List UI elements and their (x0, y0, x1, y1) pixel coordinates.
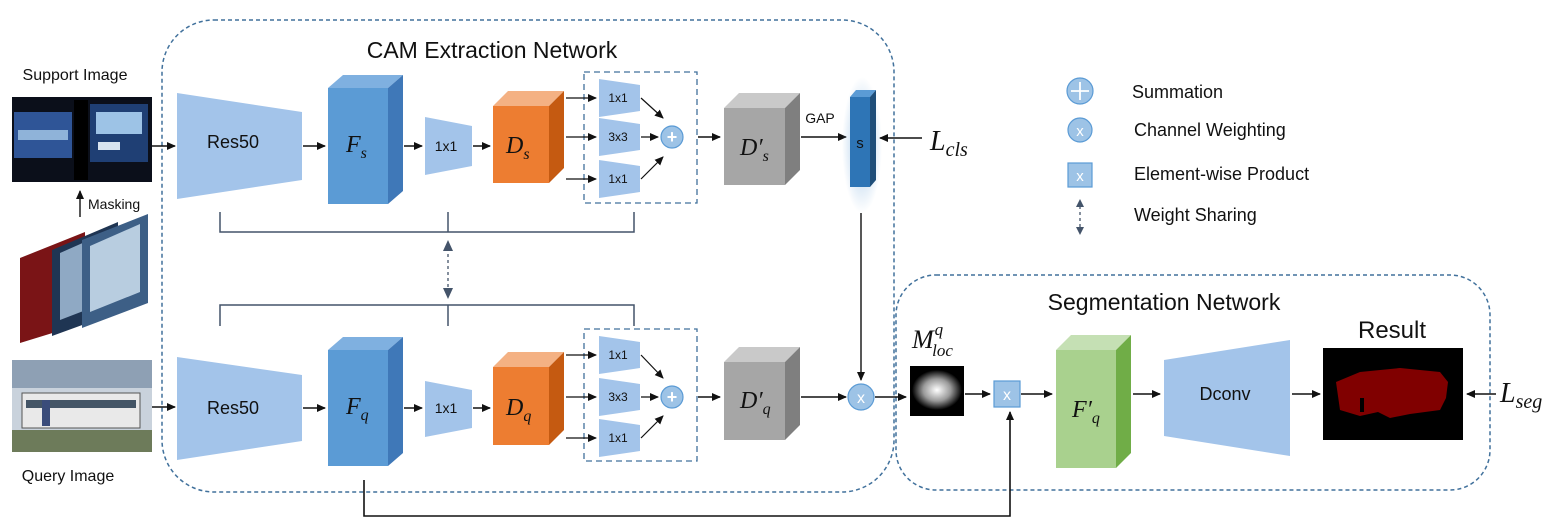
aspp-q-1x1b (599, 419, 640, 457)
res50-support-block (177, 93, 302, 199)
summation-support-node (660, 125, 684, 149)
dconv-block (1164, 340, 1290, 456)
result-image (1323, 348, 1463, 440)
aspp-s-1x1a-label: 1x1 (608, 91, 628, 105)
legend-weight-sharing-head-top (1076, 199, 1084, 207)
aspp-s-3x3-label: 3x3 (608, 130, 628, 144)
channel-weighting-symbol: x (857, 390, 865, 407)
summation-query-symbol: + (667, 387, 678, 407)
support-image-label: Support Image (23, 67, 128, 84)
channel-weighting-node (847, 383, 875, 411)
s-label: s (856, 135, 864, 152)
aspp-q-1x1b-label: 1x1 (608, 431, 628, 445)
elementwise-product-node (993, 380, 1021, 408)
lseg-label: Lseg (1499, 378, 1542, 413)
aspp-s-1x1a (599, 79, 640, 117)
seg-network-container (895, 274, 1491, 491)
elementwise-product-symbol: x (1003, 387, 1011, 404)
aspp-q-3x3-label: 3x3 (608, 390, 628, 404)
dconv-label: Dconv (1199, 384, 1250, 404)
dq-label: Dq (505, 395, 531, 425)
ds-label: Ds (505, 133, 530, 163)
dpq-feature-cube (724, 347, 800, 440)
skip-connection-fq (363, 411, 1014, 517)
weight-sharing-arrowhead-bottom (443, 288, 453, 299)
fs-feature-cube (328, 75, 403, 204)
fpq-feature-cube (1056, 335, 1131, 468)
legend-channel-weighting-symbol: x (1076, 123, 1084, 140)
arrow-aspp-s-1 (640, 97, 664, 119)
aspp-s-1x1b (599, 160, 640, 198)
query-image-label: Query Image (22, 468, 115, 485)
fs-label: Fs (345, 132, 367, 162)
dq-feature-cube (493, 352, 564, 445)
legend-elementwise-symbol: x (1076, 168, 1084, 185)
conv1x1-support-block (425, 117, 472, 175)
aspp-query-box (583, 328, 698, 462)
gap-label: GAP (805, 110, 835, 126)
legend-elementwise-label: Element-wise Product (1134, 164, 1309, 184)
conv1x1-support-label: 1x1 (435, 138, 458, 154)
lcls-label: Lcls (929, 126, 968, 161)
dps-label: D′s (739, 135, 769, 165)
legend-weight-sharing-head-bottom (1076, 227, 1084, 235)
legend: Summation x Channel Weighting x Element-… (1066, 77, 1309, 235)
aspp-s-1x1b-label: 1x1 (608, 172, 628, 186)
result-label: Result (1358, 317, 1426, 344)
arrow-aspp-q-1 (640, 354, 664, 379)
seg-network-title: Segmentation Network (1048, 289, 1281, 315)
masking-label: Masking (88, 196, 140, 212)
query-image (12, 360, 152, 452)
query-share-bracket (219, 304, 635, 326)
cam-network-title: CAM Extraction Network (367, 37, 618, 63)
legend-channel-weighting-label: Channel Weighting (1134, 120, 1286, 140)
dps-feature-cube (724, 93, 800, 185)
legend-weight-sharing-label: Weight Sharing (1134, 205, 1257, 225)
fpq-label: F′q (1071, 397, 1100, 427)
cam-network-container (161, 19, 895, 493)
fq-feature-cube (328, 337, 403, 466)
res50-query-block (177, 357, 302, 460)
legend-elementwise-icon (1067, 162, 1093, 188)
res50-support-label: Res50 (207, 132, 259, 152)
ds-feature-cube (493, 91, 564, 183)
masking-images (20, 214, 148, 343)
fq-label: Fq (345, 394, 369, 424)
summation-support-symbol: + (667, 127, 678, 147)
arrow-aspp-s-3 (640, 156, 664, 180)
support-share-bracket (219, 212, 635, 233)
conv1x1-query-label: 1x1 (435, 400, 458, 416)
aspp-q-1x1a (599, 336, 640, 374)
conv1x1-query-block (425, 381, 472, 437)
legend-channel-weighting-icon (1067, 117, 1093, 143)
legend-summation-label: Summation (1132, 82, 1223, 102)
arrow-aspp-q-3 (640, 415, 664, 439)
support-image (12, 97, 152, 182)
aspp-s-3x3 (599, 118, 640, 156)
aspp-q-1x1a-label: 1x1 (608, 348, 628, 362)
dpq-label: D′q (739, 388, 771, 418)
localization-map (910, 366, 964, 416)
s-vector (850, 90, 876, 187)
summation-query-node (660, 385, 684, 409)
weight-sharing-arrowhead-top (443, 240, 453, 251)
aspp-q-3x3 (599, 378, 640, 416)
res50-query-label: Res50 (207, 398, 259, 418)
